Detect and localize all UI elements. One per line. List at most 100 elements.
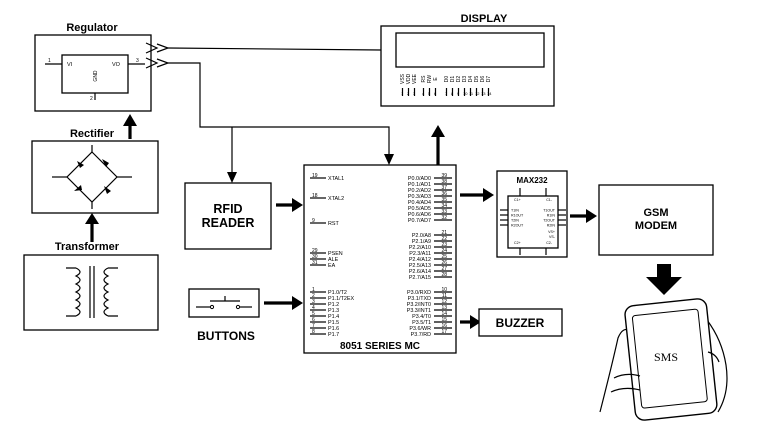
mcu-pin-p2-6-a14: P2.6/A14	[409, 269, 431, 275]
display-pin-d4: D4	[468, 76, 474, 83]
display-pin-number: 5	[428, 91, 431, 96]
display-pin-number: 6	[434, 91, 437, 96]
display-label: DISPLAY	[461, 13, 508, 25]
display-pin-number: 8	[451, 91, 454, 96]
mcu-pin-number: 7	[312, 323, 315, 329]
wire-power-mcu	[168, 62, 390, 160]
regulator-vo: VO	[112, 62, 121, 68]
transformer-block	[23, 254, 159, 331]
mcu-pin-number: 16	[441, 323, 447, 329]
mcu-pin-number: 30	[312, 254, 318, 260]
display-pin-vee: VEE	[412, 73, 418, 84]
regulator-gnd-pin: 2	[90, 96, 93, 102]
mcu-pin-ea: EA	[328, 263, 336, 269]
mcu-block	[303, 164, 457, 354]
display-pin-number: 9	[457, 91, 460, 96]
display-pin-number: 4	[422, 91, 425, 96]
bridge-rectifier-icon	[52, 145, 132, 209]
mcu-pin-number: 4	[312, 305, 315, 311]
gsm-modem-block	[598, 184, 714, 256]
display-pin-number: 11	[469, 91, 474, 96]
regulator-pin-out: 3	[136, 58, 139, 64]
mcu-pin-number: 39	[441, 173, 447, 179]
display-pin-vdd: VDD	[406, 73, 412, 84]
mcu-pin-p2-3-a11: P2.3/A11	[409, 251, 431, 257]
rfid-label-line2: READER	[202, 216, 255, 230]
mcu-pin-number: 37	[441, 185, 447, 191]
max232-pin-c1p: C1+	[514, 198, 521, 202]
rectifier-block	[31, 140, 159, 214]
max232-pin-r1out: R1OUT	[511, 214, 524, 218]
phone-in-hand-icon	[599, 298, 728, 421]
regulator-label: Regulator	[66, 22, 118, 34]
mcu-pin-number: 8	[312, 329, 315, 335]
max232-pin-vsp: VS+	[548, 230, 555, 234]
mcu-label: 8051 SERIES MC	[340, 341, 420, 352]
rfid-reader-block	[184, 182, 272, 250]
rectifier-label: Rectifier	[70, 128, 115, 140]
buttons-label: BUTTONS	[197, 329, 255, 343]
mcu-pin-p0-5-ad5: P0.5/AD5	[408, 206, 431, 212]
mcu-pin-p0-4-ad4: P0.4/AD4	[408, 200, 431, 206]
mcu-pin-number: 34	[441, 203, 447, 209]
buttons-block	[188, 288, 260, 318]
display-pin-d1: D1	[450, 76, 456, 83]
max232-pin-t1in: T1IN	[511, 209, 519, 213]
mcu-pin-number: 12	[441, 299, 447, 305]
display-pin-rw: RW	[427, 75, 433, 84]
mcu-pin-p2-5-a13: P2.5/A13	[409, 263, 431, 269]
mcu-pin-p1-2: P1.2	[328, 302, 339, 308]
display-pin-d2: D2	[456, 76, 462, 83]
display-pin-d3: D3	[462, 76, 468, 83]
display-pin-vss: VSS	[400, 73, 406, 84]
rfid-label-line1: RFID	[213, 202, 242, 216]
mcu-pin-p3-5-t1: P3.5/T1	[412, 320, 431, 326]
arrow-gsm-to-phone	[657, 264, 671, 278]
mcu-pin-p2-2-a10: P2.2/A10	[409, 245, 431, 251]
transformer-label: Transformer	[55, 241, 120, 253]
mcu-pin-p0-0-ad0: P0.0/AD0	[408, 176, 431, 182]
push-button-icon	[196, 296, 252, 310]
mcu-pin-p2-0-a8: P2.0/A8	[412, 233, 431, 239]
mcu-pin-number: 11	[442, 293, 447, 299]
phone-screen-text: SMS	[654, 350, 678, 364]
mcu-pin-number: 1	[312, 287, 315, 293]
display-pin-d0: D0	[444, 76, 450, 83]
mcu-pin-p3-0-rxd: P3.0/RXD	[407, 290, 431, 296]
mcu-pin-p3-1-txd: P3.1/TXD	[408, 296, 431, 302]
mcu-pin-p3-3-int1: P3.3/INT1	[407, 308, 431, 314]
mcu-pin-number: 36	[441, 191, 447, 197]
transformer-coil-icon	[66, 266, 118, 318]
mcu-pin-p3-7-rd: P3.7/RD	[411, 332, 431, 338]
mcu-pin-p1-0-t2: P1.0/T2	[328, 290, 347, 296]
lcd-screen	[395, 32, 545, 68]
max232-pin-c1m: C1-	[546, 198, 553, 202]
mcu-pin-number: 32	[441, 215, 447, 221]
mcu-pin-number: 31	[312, 260, 318, 266]
mcu-pin-psen: PSEN	[328, 251, 343, 257]
display-pin-e: E	[433, 77, 439, 81]
mcu-pin-number: 15	[441, 317, 447, 323]
display-pin-number: 1	[401, 91, 404, 96]
max232-pins: T1INR1OUTT2INR2OUTT1OUTR1INT2OUTR2INC1+C…	[500, 188, 566, 255]
display-pin-number: 13	[481, 91, 486, 96]
mcu-pin-p3-2-int0: P3.2/INT0	[407, 302, 431, 308]
max232-pin-r2out: R2OUT	[511, 224, 524, 228]
mcu-pin-number: 14	[441, 311, 447, 317]
mcu-pin-p2-4-a12: P2.4/A12	[409, 257, 431, 263]
max232-pin-r1in: R1IN	[547, 214, 556, 218]
mcu-pin-p0-2-ad2: P0.2/AD2	[408, 188, 431, 194]
mcu-pin-rst: RST	[328, 221, 339, 227]
max232-pin-t2in: T2IN	[511, 219, 519, 223]
display-pin-d7: D7	[486, 76, 492, 83]
display-pins: VSS1VDD2VEE3RS4RW5E6D07D18D29D310D411D51…	[400, 73, 492, 96]
mcu-pin-number: 19	[312, 173, 318, 179]
regulator-vi: VI	[67, 62, 73, 68]
regulator-pin-in: 1	[48, 58, 51, 64]
mcu-pin-number: 26	[441, 260, 447, 266]
mcu-pin-number: 18	[312, 193, 318, 199]
mcu-pin-number: 35	[441, 197, 447, 203]
mcu-pin-ale: ALE	[328, 257, 339, 263]
